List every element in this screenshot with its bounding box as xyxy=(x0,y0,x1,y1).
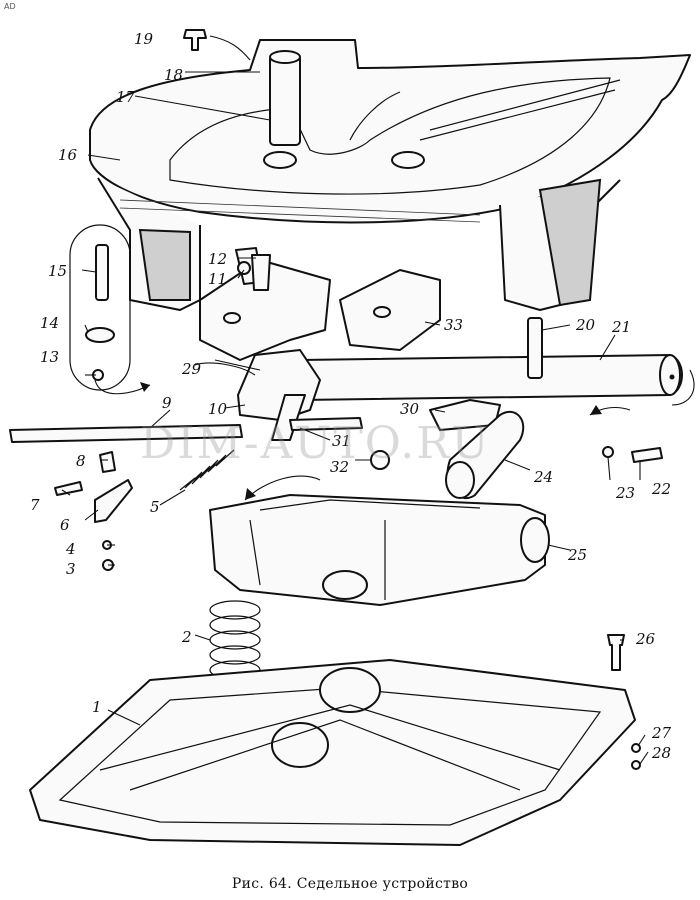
part-washer xyxy=(631,743,641,770)
label-3: 3 xyxy=(66,560,76,578)
label-18: 18 xyxy=(164,66,183,84)
part-lever xyxy=(237,349,321,441)
label-32: 32 xyxy=(330,458,349,476)
label-23: 23 xyxy=(615,484,635,502)
part-shaft-pin xyxy=(527,317,543,379)
corner-mark: AD xyxy=(4,2,16,11)
label-1: 1 xyxy=(92,698,102,716)
label-6: 6 xyxy=(60,516,70,534)
label-29: 29 xyxy=(181,360,202,378)
label-13: 13 xyxy=(40,348,59,366)
part-cradle xyxy=(209,494,550,606)
label-17: 17 xyxy=(116,88,136,106)
label-20: 20 xyxy=(575,316,596,334)
part-top-bolt xyxy=(183,29,207,51)
label-16: 16 xyxy=(58,146,78,164)
part-small-spring xyxy=(179,449,235,491)
part-link-pin xyxy=(237,254,271,291)
leader-lines xyxy=(61,71,649,765)
label-10: 10 xyxy=(208,400,228,418)
label-12: 12 xyxy=(208,250,227,268)
label-5: 5 xyxy=(150,498,160,516)
label-33: 33 xyxy=(444,316,463,334)
label-26: 26 xyxy=(635,630,656,648)
label-8: 8 xyxy=(76,452,86,470)
part-saddle-plate xyxy=(89,39,691,311)
label-19: 19 xyxy=(134,30,154,48)
part-bushing xyxy=(445,410,525,500)
label-11: 11 xyxy=(208,270,227,288)
label-25: 25 xyxy=(567,546,587,564)
label-21: 21 xyxy=(611,318,631,336)
part-jaw-right xyxy=(339,269,441,351)
label-31: 31 xyxy=(332,432,351,450)
part-small-hardware xyxy=(54,451,133,571)
part-link-plate xyxy=(289,417,363,431)
part-retaining-bolt xyxy=(602,446,663,463)
label-15: 15 xyxy=(48,262,67,280)
part-base-bolt xyxy=(607,634,625,671)
part-base-frame xyxy=(29,659,636,846)
part-shaft xyxy=(299,354,683,401)
part-pivot-screw xyxy=(370,450,390,470)
part-labels: 1 2 3 4 5 6 7 8 9 10 11 12 13 14 15 16 1… xyxy=(30,30,672,762)
label-9: 9 xyxy=(162,394,172,412)
part-king-pin xyxy=(269,50,301,146)
part-guide-block xyxy=(429,399,501,431)
assembly-arrows xyxy=(94,362,695,501)
label-30: 30 xyxy=(400,400,420,418)
label-4: 4 xyxy=(65,540,76,558)
label-28: 28 xyxy=(651,744,671,762)
label-2: 2 xyxy=(181,628,192,646)
part-control-rod xyxy=(9,424,243,443)
label-27: 27 xyxy=(651,724,672,742)
part-inset-outline xyxy=(69,224,131,391)
label-7: 7 xyxy=(30,496,40,514)
label-22: 22 xyxy=(651,480,671,498)
label-14: 14 xyxy=(40,314,59,332)
label-24: 24 xyxy=(533,468,553,486)
figure-caption: Рис. 64. Седельное устройство xyxy=(231,876,469,892)
